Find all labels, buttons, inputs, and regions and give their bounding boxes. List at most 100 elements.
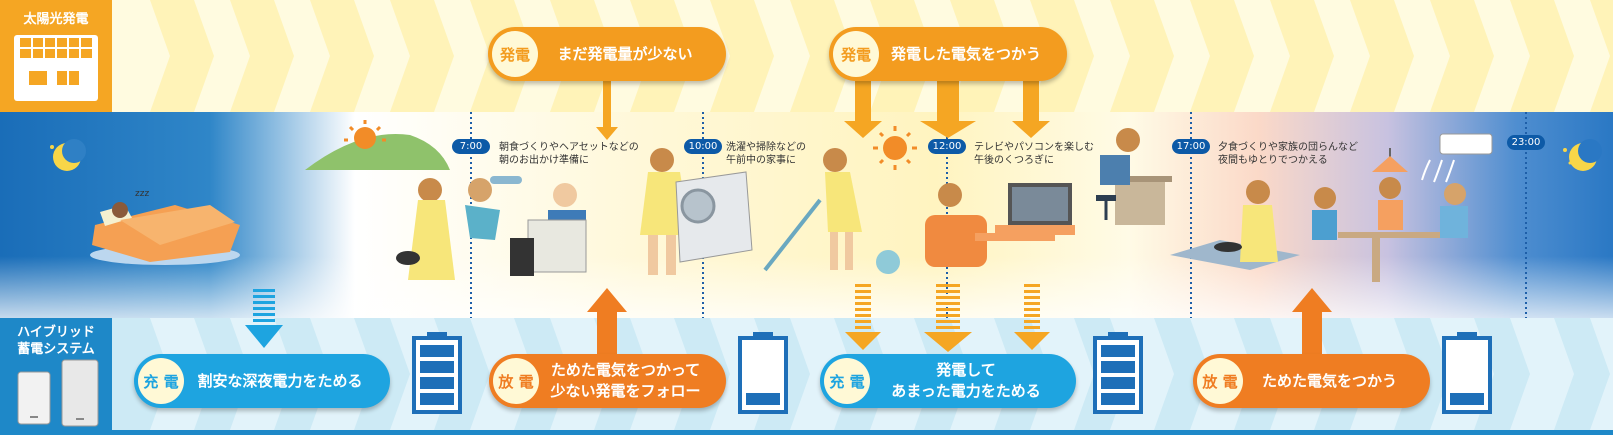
- caption-forenoon-line1: 洗濯や掃除などの: [726, 142, 806, 153]
- pc-desk-illustration: [1096, 128, 1172, 225]
- chevron-decoration: [1590, 0, 1613, 112]
- charge-badge: 充 電: [824, 358, 870, 404]
- vacuum-cleaning-illustration: [763, 148, 900, 274]
- generation-badge: 発電: [833, 31, 879, 77]
- charge-arrows-noon: [845, 284, 1050, 352]
- caption-morning-line2: 朝のお出かけ準備に: [499, 155, 589, 166]
- battery-level-segment: [420, 345, 454, 357]
- svg-text:zzz: zzz: [135, 189, 149, 199]
- evening-family-illustration: [1170, 177, 1468, 282]
- time-badge-0700: 7:00: [452, 139, 490, 154]
- caption-afternoon-line2: 午後のくつろぎに: [974, 155, 1054, 166]
- afternoon-living-illustration: [925, 183, 1075, 267]
- hybrid-battery-system-label: ハイブリッド 蓄電システム: [0, 318, 112, 435]
- charge-night-text: 割安な深夜電力をためる: [184, 371, 390, 392]
- generation-low-pill: 発電 まだ発電量が少ない: [488, 27, 726, 81]
- solar-generation-label: 太陽光発電: [0, 0, 112, 112]
- discharge-arrow-evening: [1292, 288, 1332, 356]
- caption-forenoon-line2: 午前中の家事に: [726, 155, 796, 166]
- solar-label-text: 太陽光発電: [23, 12, 89, 27]
- caption-forenoon: 洗濯や掃除などの 午前中の家事に: [726, 141, 806, 167]
- battery-level-segment: [420, 361, 454, 373]
- battery-level-segment: [1101, 377, 1135, 389]
- generation-use-pill: 発電 発電した電気をつかう: [829, 27, 1067, 81]
- discharge-badge: 放 電: [493, 358, 539, 404]
- battery-unit-icon: [17, 359, 99, 427]
- charge-surplus-pill: 充 電 発電して あまった電力をためる: [820, 354, 1076, 408]
- battery-level-segment: [420, 393, 454, 405]
- charge-surplus-line2: あまった電力をためる: [891, 382, 1041, 400]
- discharge-use-text: ためた電気をつかう: [1243, 371, 1430, 392]
- time-badge-2300: 23:00: [1507, 135, 1545, 150]
- battery-icon-terminal: [1108, 332, 1128, 339]
- charge-night-line1: 割安な深夜電力をためる: [197, 371, 363, 390]
- discharge-follow-text: ためた電気をつかって 少ない発電をフォロー: [539, 360, 726, 402]
- battery-label-line1: ハイブリッド: [17, 325, 95, 340]
- air-conditioner-icon: [1421, 133, 1493, 183]
- caption-afternoon-line1: テレビやパソコンを楽しむ: [974, 142, 1094, 153]
- caption-evening: 夕食づくりや家族の団らんなど 夜間もゆとりでつかえる: [1218, 141, 1358, 167]
- caption-evening-line1: 夕食づくりや家族の団らんなど: [1218, 142, 1358, 153]
- battery-icon-terminal: [427, 332, 447, 339]
- chevron-decoration: [1430, 0, 1494, 112]
- chevron-decoration: [1110, 0, 1174, 112]
- battery-gauges: [412, 332, 1492, 414]
- discharge-follow-line1: ためた電気をつかって: [550, 361, 701, 379]
- battery-level-segment: [1101, 361, 1135, 373]
- battery-level-segment: [1101, 345, 1135, 357]
- chevron-decoration: [310, 0, 374, 112]
- solar-arrows-noon: [844, 81, 1050, 138]
- chevron-decoration: [1270, 0, 1334, 112]
- solar-arrow-morning: [596, 81, 618, 140]
- chevron-decoration: [1350, 0, 1414, 112]
- generation-badge: 発電: [492, 31, 538, 77]
- chevron-decoration: [1190, 0, 1254, 112]
- morning-family-illustration: [396, 176, 587, 280]
- solar-house-icon: [14, 35, 98, 101]
- battery-level-segment: [1450, 393, 1484, 405]
- caption-evening-line2: 夜間もゆとりでつかえる: [1218, 155, 1328, 166]
- discharge-use-pill: 放 電 ためた電気をつかう: [1193, 354, 1430, 408]
- chevron-decoration: [710, 0, 774, 112]
- discharge-badge: 放 電: [1197, 358, 1243, 404]
- battery-label-line2: 蓄電システム: [17, 342, 95, 357]
- time-badge-1000: 10:00: [684, 139, 722, 154]
- lamp-icon: [1372, 148, 1408, 172]
- chevron-decoration: [1590, 318, 1613, 430]
- generation-low-text: まだ発電量が少ない: [557, 44, 693, 63]
- discharge-arrow-morning: [587, 288, 627, 356]
- chevron-decoration: [150, 0, 214, 112]
- charge-surplus-line1: 発電して: [936, 361, 996, 379]
- battery-icon-terminal: [1457, 332, 1477, 339]
- laundry-illustration: [640, 148, 753, 275]
- time-badge-1200: 12:00: [928, 139, 966, 154]
- chevron-decoration: [390, 0, 454, 112]
- battery-level-segment: [746, 393, 780, 405]
- discharge-use-line1: ためた電気をつかう: [1261, 371, 1397, 390]
- battery-level-segment: [1101, 393, 1135, 405]
- morning-hill-illustration: [305, 120, 450, 170]
- discharge-follow-pill: 放 電 ためた電気をつかって 少ない発電をフォロー: [489, 354, 726, 408]
- caption-afternoon: テレビやパソコンを楽しむ 午後のくつろぎに: [974, 141, 1094, 167]
- sleeping-bed-illustration: zzz: [90, 189, 240, 265]
- time-badge-1700: 17:00: [1172, 139, 1210, 154]
- caption-morning: 朝食づくりやヘアセットなどの 朝のお出かけ準備に: [499, 141, 639, 167]
- caption-morning-line1: 朝食づくりやヘアセットなどの: [499, 142, 639, 153]
- charge-arrow-night: [245, 289, 283, 348]
- battery-icon-terminal: [753, 332, 773, 339]
- charge-night-pill: 充 電 割安な深夜電力をためる: [134, 354, 390, 408]
- discharge-follow-line2: 少ない発電をフォロー: [550, 382, 701, 400]
- flow-arrows: [245, 81, 1332, 356]
- chevron-decoration: [790, 0, 854, 112]
- sun-icon-noon: [873, 126, 917, 170]
- charge-badge: 充 電: [138, 358, 184, 404]
- chevron-decoration: [230, 0, 294, 112]
- chevron-decoration: [1510, 318, 1574, 430]
- moon-icon-right: [1563, 139, 1602, 171]
- charge-surplus-text: 発電して あまった電力をためる: [870, 360, 1076, 402]
- moon-icon-left: [50, 139, 86, 171]
- generation-use-text: 発電した電気をつかう: [890, 44, 1041, 63]
